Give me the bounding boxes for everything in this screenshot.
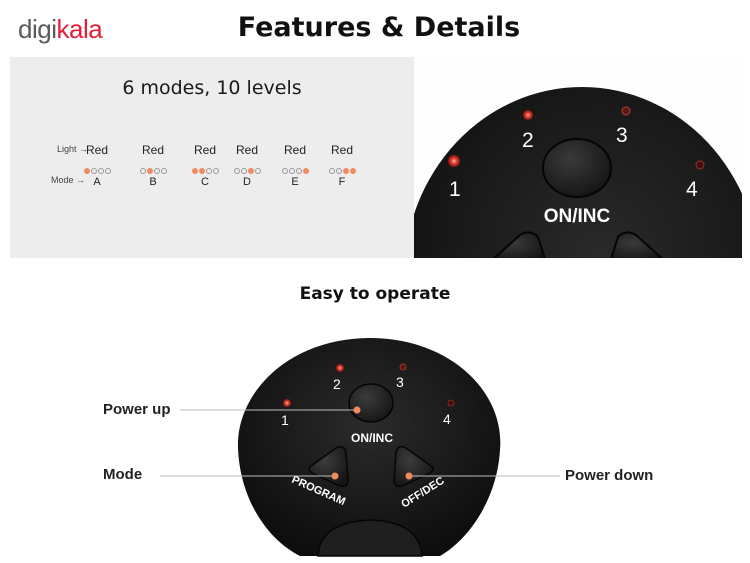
- power-up-callout-dot: [353, 406, 361, 414]
- power-up-callout: Power up: [103, 401, 171, 418]
- indicator-1-label: 1: [281, 412, 289, 428]
- program-button[interactable]: [490, 231, 546, 258]
- device-closeup-illustration: 1 2 3 4 ON/INC: [414, 87, 742, 258]
- on-inc-label: ON/INC: [544, 206, 611, 227]
- dot-unlit-icon: [254, 168, 261, 174]
- easy-to-operate-heading: Easy to operate: [299, 284, 451, 304]
- dot-unlit-icon: [288, 168, 295, 174]
- led-4-icon: [695, 160, 705, 170]
- dot-unlit-icon: [295, 168, 302, 174]
- indicator-dots: [74, 161, 120, 174]
- dot-unlit-icon: [160, 168, 167, 174]
- led-2-icon: [523, 110, 533, 120]
- dot-lit-icon: [191, 168, 198, 174]
- light-color-label: Red: [330, 143, 353, 157]
- indicator-dots: [182, 161, 228, 174]
- dot-unlit-icon: [97, 168, 104, 174]
- dot-unlit-icon: [205, 168, 212, 174]
- on-inc-button[interactable]: [542, 138, 612, 198]
- dot-unlit-icon: [104, 168, 111, 174]
- light-color-label: Red: [283, 143, 306, 157]
- indicator-2-label: 2: [522, 129, 534, 152]
- off-dec-button[interactable]: [610, 231, 666, 258]
- light-color-label: Red: [141, 143, 164, 157]
- page-title: Features & Details: [237, 12, 521, 43]
- indicator-4-label: 4: [443, 411, 451, 427]
- indicator-dots: [272, 161, 318, 174]
- dot-lit-icon: [247, 168, 254, 174]
- dot-lit-icon: [198, 168, 205, 174]
- dot-unlit-icon: [90, 168, 97, 174]
- led-1-icon: [448, 155, 460, 167]
- off-dec-button[interactable]: [393, 445, 434, 488]
- indicator-dots: [319, 161, 365, 174]
- power-down-callout-dot: [405, 472, 413, 480]
- mode-letter: B: [149, 176, 157, 188]
- dot-unlit-icon: [212, 168, 219, 174]
- mode-letter: D: [243, 176, 251, 188]
- light-row-label: Light →: [57, 144, 89, 154]
- mode-letter: F: [338, 176, 346, 188]
- indicator-1-label: 1: [449, 178, 461, 201]
- dot-unlit-icon: [139, 168, 146, 174]
- dot-unlit-icon: [233, 168, 240, 174]
- device-body: [237, 338, 501, 556]
- dot-lit-icon: [302, 168, 309, 174]
- dot-lit-icon: [349, 168, 356, 174]
- dot-unlit-icon: [281, 168, 288, 174]
- light-color-label: Red: [193, 143, 216, 157]
- dot-unlit-icon: [240, 168, 247, 174]
- light-color-label: Red: [85, 143, 108, 157]
- mode-letter: C: [201, 176, 209, 188]
- on-inc-button[interactable]: [348, 383, 394, 423]
- mode-row-label: Mode →: [51, 175, 86, 185]
- indicator-3-label: 3: [616, 124, 628, 147]
- indicator-2-label: 2: [333, 376, 341, 392]
- dot-unlit-icon: [328, 168, 335, 174]
- dot-unlit-icon: [153, 168, 160, 174]
- light-color-label: Red: [235, 143, 258, 157]
- led-4-icon: [447, 399, 455, 407]
- bottom-button[interactable]: [317, 519, 423, 557]
- indicator-4-label: 4: [686, 178, 698, 201]
- dot-lit-icon: [83, 168, 90, 174]
- led-2-icon: [336, 364, 344, 372]
- mode-letter: E: [291, 176, 299, 188]
- dot-lit-icon: [342, 168, 349, 174]
- indicator-3-label: 3: [396, 374, 404, 390]
- digikala-logo: digikala: [18, 14, 103, 44]
- mode-callout-dot: [331, 472, 339, 480]
- indicator-dots: [224, 161, 270, 174]
- led-1-icon: [283, 399, 291, 407]
- dot-unlit-icon: [335, 168, 342, 174]
- mode-callout: Mode: [103, 466, 143, 483]
- dot-lit-icon: [146, 168, 153, 174]
- modes-heading: 6 modes, 10 levels: [122, 77, 302, 99]
- led-3-icon: [399, 363, 407, 371]
- mode-letter: A: [93, 176, 101, 188]
- led-3-icon: [621, 106, 631, 116]
- device-closeup: 1 2 3 4 ON/INC: [414, 57, 742, 258]
- on-inc-label: ON/INC: [351, 431, 393, 445]
- power-down-callout: Power down: [565, 467, 654, 484]
- indicator-dots: [130, 161, 176, 174]
